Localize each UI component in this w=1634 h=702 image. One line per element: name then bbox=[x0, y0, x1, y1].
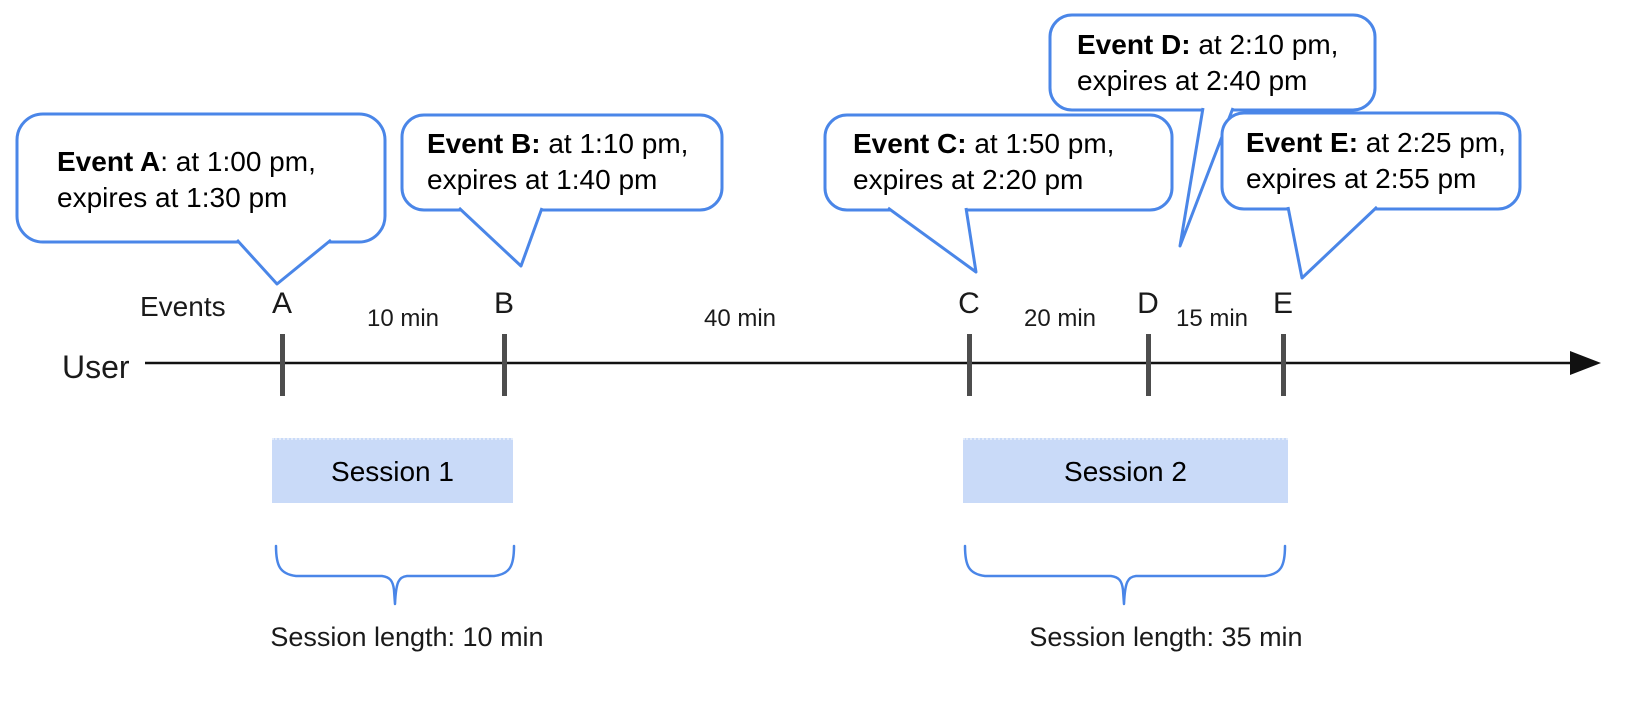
event-tick-e bbox=[1281, 334, 1286, 396]
user-axis-label: User bbox=[62, 349, 130, 385]
session-1-label: Session 1 bbox=[331, 455, 454, 487]
callout-e-line1: Event E: at 2:25 pm, bbox=[1246, 125, 1506, 161]
tick-label-b: B bbox=[493, 287, 514, 320]
interval-label-b-c: 40 min bbox=[703, 305, 777, 332]
callout-a-line2: expires at 1:30 pm bbox=[57, 182, 288, 213]
tick-label-d: D bbox=[1137, 287, 1159, 320]
session-2-label: Session 2 bbox=[1064, 455, 1187, 487]
session-2-bar: Session 2 bbox=[963, 438, 1288, 503]
callout-c-tail bbox=[887, 206, 978, 274]
callout-a-time: : at 1:00 pm, bbox=[160, 146, 316, 177]
session-1-brace bbox=[274, 544, 516, 606]
callout-c-time: at 1:50 pm, bbox=[966, 128, 1115, 159]
callout-b-text: Event B: at 1:10 pm, expires at 1:40 pm bbox=[427, 126, 688, 198]
callout-a-tail bbox=[235, 238, 332, 286]
callout-b-event-name: Event B: bbox=[427, 128, 541, 159]
callout-c-event-name: Event C: bbox=[853, 128, 967, 159]
timeline-arrowhead-icon bbox=[1570, 351, 1601, 375]
callout-e-event-name: Event E: bbox=[1246, 127, 1359, 158]
event-tick-a bbox=[280, 334, 285, 396]
callout-d-line1: Event D: at 2:10 pm, bbox=[1077, 27, 1338, 63]
interval-label-d-e: 15 min bbox=[1175, 305, 1249, 332]
tick-label-c: C bbox=[958, 287, 980, 320]
callout-d-line2: expires at 2:40 pm bbox=[1077, 65, 1308, 96]
callout-d-event-name: Event D: bbox=[1077, 29, 1191, 60]
callout-b-tail bbox=[457, 206, 544, 268]
session-2-brace bbox=[963, 544, 1287, 606]
callout-a-event-name: Event A bbox=[57, 146, 161, 177]
callout-b-line2: expires at 1:40 pm bbox=[427, 164, 658, 195]
session-1-bar: Session 1 bbox=[272, 438, 513, 503]
callout-e-tail bbox=[1286, 205, 1379, 280]
callout-d-text: Event D: at 2:10 pm, expires at 2:40 pm bbox=[1077, 27, 1338, 99]
interval-label-c-d: 20 min bbox=[1023, 305, 1097, 332]
tick-label-a: A bbox=[271, 287, 292, 320]
event-tick-b bbox=[502, 334, 507, 396]
callout-d-tail bbox=[1178, 107, 1235, 248]
events-axis-label: Events bbox=[140, 291, 226, 322]
session-1-length-label: Session length: 10 min bbox=[270, 622, 544, 652]
callout-c-line2: expires at 2:20 pm bbox=[853, 164, 1084, 195]
callout-d-time: at 2:10 pm, bbox=[1190, 29, 1339, 60]
callout-a-text: Event A: at 1:00 pm, expires at 1:30 pm bbox=[57, 144, 316, 216]
callout-b-bubble bbox=[400, 113, 724, 212]
callout-a-bubble bbox=[15, 112, 387, 244]
callout-b-line1: Event B: at 1:10 pm, bbox=[427, 126, 688, 162]
callout-c-bubble bbox=[823, 113, 1174, 212]
session-2-length-label: Session length: 35 min bbox=[1029, 622, 1303, 652]
interval-label-a-b: 10 min bbox=[366, 305, 440, 332]
callout-c-text: Event C: at 1:50 pm, expires at 2:20 pm bbox=[853, 126, 1114, 198]
event-tick-d bbox=[1146, 334, 1151, 396]
callout-e-text: Event E: at 2:25 pm, expires at 2:55 pm bbox=[1246, 125, 1506, 197]
event-tick-c bbox=[967, 334, 972, 396]
callout-e-time: at 2:25 pm, bbox=[1358, 127, 1506, 158]
callout-b-time: at 1:10 pm, bbox=[540, 128, 689, 159]
callout-e-line2: expires at 2:55 pm bbox=[1246, 163, 1477, 194]
tick-label-e: E bbox=[1272, 287, 1293, 320]
callout-a-line1: Event A: at 1:00 pm, bbox=[57, 144, 316, 180]
callout-c-line1: Event C: at 1:50 pm, bbox=[853, 126, 1114, 162]
